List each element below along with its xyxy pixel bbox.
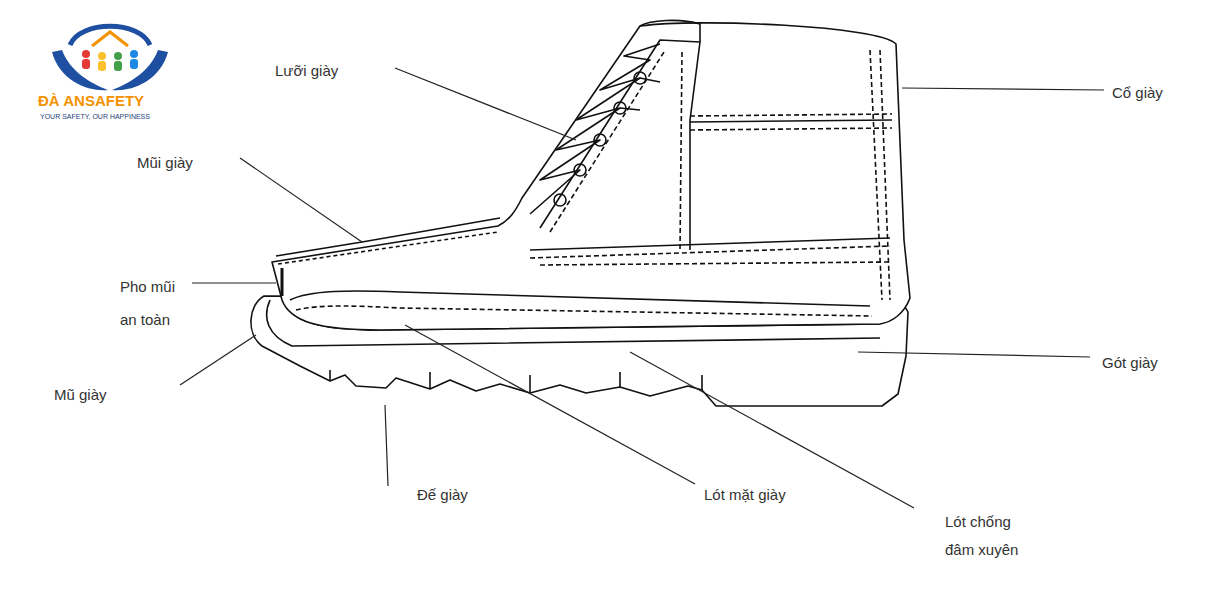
- part-label: Lót mặt giày: [704, 486, 824, 504]
- part-label: Đế giày: [417, 486, 517, 504]
- part-label: Lưỡi giày: [275, 62, 385, 80]
- part-label: Gót giày: [1102, 354, 1202, 372]
- part-label: Mũ giày: [54, 386, 154, 404]
- boot-drawing: [251, 20, 910, 406]
- logo-icon: [52, 26, 168, 90]
- logo-name: ĐÀ ANSAFETY: [38, 92, 188, 110]
- leader-lines: [180, 68, 1104, 508]
- part-label: Pho mũi an toàn: [120, 270, 188, 336]
- logo-slogan: YOUR SAFETY, OUR HAPPINESS: [40, 112, 190, 121]
- part-label: Cổ giày: [1112, 84, 1202, 102]
- part-label: Mũi giày: [137, 154, 237, 172]
- part-label: Lót chống đâm xuyên: [945, 508, 1031, 564]
